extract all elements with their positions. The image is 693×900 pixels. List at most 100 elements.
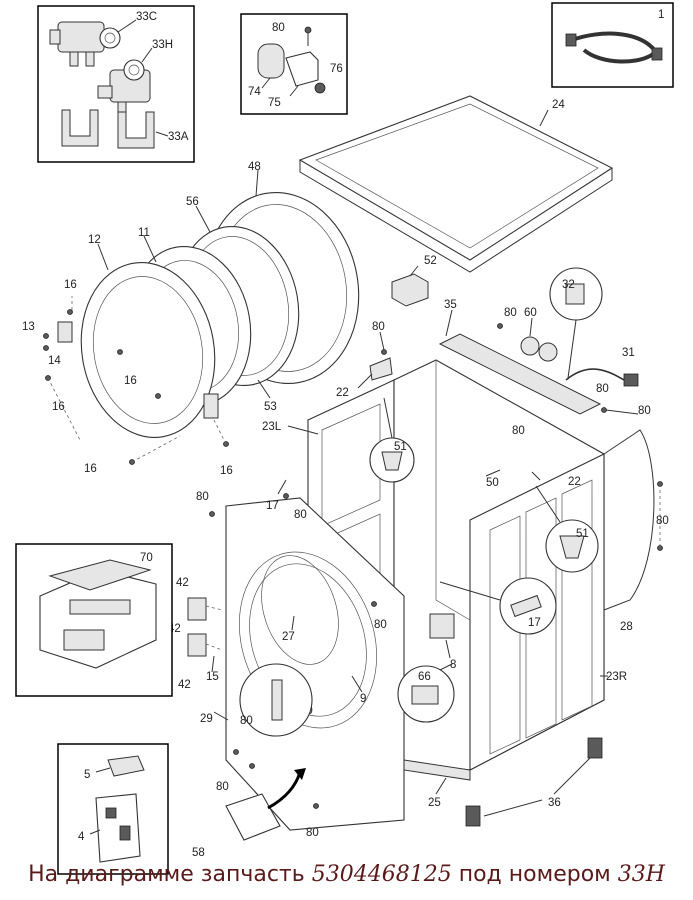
door-hinges-42[interactable] bbox=[187, 597, 223, 657]
label-60: 60 bbox=[524, 307, 537, 319]
label-16-c: 16 bbox=[52, 401, 65, 413]
caption-callout: 33H bbox=[617, 862, 665, 887]
label-58: 58 bbox=[192, 847, 205, 859]
label-50: 50 bbox=[486, 477, 499, 489]
inset-control-board: 5 4 bbox=[57, 743, 169, 875]
label-42-c: 42 bbox=[178, 679, 191, 691]
label-13: 13 bbox=[22, 321, 35, 333]
callout-80-front[interactable] bbox=[239, 663, 313, 737]
inset-capacitor-bracket: 80 74 75 76 bbox=[240, 13, 348, 115]
label-80-d: 80 bbox=[596, 383, 609, 395]
label-33a: 33A bbox=[168, 131, 189, 143]
capacitor-74[interactable] bbox=[257, 43, 285, 79]
kick-panel-58[interactable] bbox=[225, 768, 306, 841]
label-42-a: 42 bbox=[176, 577, 189, 589]
label-35: 35 bbox=[444, 299, 457, 311]
label-25: 25 bbox=[428, 797, 441, 809]
label-28: 28 bbox=[620, 621, 633, 633]
power-cord-31[interactable] bbox=[565, 368, 639, 387]
label-51-b: 51 bbox=[576, 528, 589, 540]
bracket-22-left[interactable] bbox=[369, 357, 393, 381]
label-23r: 23R bbox=[606, 671, 627, 683]
valve-bracket-33a[interactable] bbox=[61, 109, 169, 149]
label-80-e: 80 bbox=[638, 405, 651, 417]
label-29: 29 bbox=[200, 713, 213, 725]
back-panel-28[interactable] bbox=[603, 429, 655, 611]
feet-36[interactable] bbox=[465, 737, 603, 827]
label-52: 52 bbox=[424, 255, 437, 267]
label-80-c: 80 bbox=[504, 307, 517, 319]
label-80-k: 80 bbox=[240, 715, 253, 727]
bracket-75[interactable] bbox=[285, 51, 319, 87]
label-8: 8 bbox=[450, 659, 456, 671]
screw-16-b[interactable] bbox=[117, 349, 123, 355]
label-80-f: 80 bbox=[512, 425, 525, 437]
label-5: 5 bbox=[84, 769, 90, 781]
nut-76[interactable] bbox=[314, 82, 326, 94]
front-gasket-27[interactable] bbox=[248, 546, 351, 675]
label-51-a: 51 bbox=[394, 441, 407, 453]
label-32: 32 bbox=[562, 279, 575, 291]
label-33c: 33C bbox=[136, 11, 157, 23]
board-cover-5[interactable] bbox=[107, 755, 145, 777]
valve-33c[interactable] bbox=[49, 19, 137, 67]
label-16-e: 16 bbox=[220, 465, 233, 477]
label-80-m: 80 bbox=[306, 827, 319, 839]
label-17-b: 17 bbox=[528, 617, 541, 629]
label-75: 75 bbox=[268, 97, 281, 109]
label-80-i: 80 bbox=[656, 515, 669, 527]
label-33h: 33H bbox=[152, 39, 173, 51]
control-panel-70[interactable] bbox=[39, 559, 157, 669]
caption-prefix: На диаграмме запчасть bbox=[28, 862, 305, 887]
label-80-j: 80 bbox=[374, 619, 387, 631]
label-53: 53 bbox=[264, 401, 277, 413]
label-36: 36 bbox=[548, 797, 561, 809]
screw-16-a[interactable] bbox=[67, 309, 73, 315]
label-16-d: 16 bbox=[84, 463, 97, 475]
box-52[interactable] bbox=[391, 273, 429, 307]
label-4: 4 bbox=[78, 831, 85, 843]
caption: На диаграмме запчасть 5304468125 под ном… bbox=[0, 862, 693, 898]
door-screws bbox=[43, 296, 229, 465]
caption-part-number: 5304468125 bbox=[311, 862, 452, 887]
label-80-b: 80 bbox=[372, 321, 385, 333]
door-outer-12[interactable] bbox=[68, 252, 229, 448]
label-27: 27 bbox=[282, 631, 295, 643]
label-22-a: 22 bbox=[336, 387, 349, 399]
label-9: 9 bbox=[360, 693, 366, 705]
hinge-13[interactable] bbox=[57, 321, 73, 343]
label-23l: 23L bbox=[262, 421, 282, 433]
inset-control-panel: 70 bbox=[15, 543, 173, 697]
label-76: 76 bbox=[330, 63, 343, 75]
pump-8[interactable] bbox=[429, 613, 455, 639]
inlet-hose-1[interactable] bbox=[565, 31, 663, 64]
label-31: 31 bbox=[622, 347, 635, 359]
screw-80-inset[interactable] bbox=[304, 26, 312, 46]
rear-rail-35[interactable] bbox=[438, 333, 602, 415]
label-80-h: 80 bbox=[294, 509, 307, 521]
label-22-b: 22 bbox=[568, 476, 581, 488]
label-56: 56 bbox=[186, 196, 199, 208]
callout-32[interactable] bbox=[549, 267, 603, 379]
callout-51-right[interactable] bbox=[535, 485, 599, 573]
callout-51-left[interactable] bbox=[369, 397, 415, 483]
control-board-4[interactable] bbox=[95, 793, 141, 863]
label-14: 14 bbox=[48, 355, 61, 367]
inset-water-valves: 33C 33H 33A bbox=[37, 5, 195, 163]
label-74: 74 bbox=[248, 86, 261, 98]
dispenser-60[interactable] bbox=[520, 336, 558, 362]
label-16-b: 16 bbox=[124, 375, 137, 387]
caption-middle: под номером bbox=[458, 862, 611, 887]
screws-80 bbox=[209, 323, 663, 809]
top-panel-24[interactable] bbox=[298, 95, 614, 273]
valve-33h[interactable] bbox=[97, 47, 153, 113]
label-80-g: 80 bbox=[196, 491, 209, 503]
label-66: 66 bbox=[418, 671, 431, 683]
callout-17[interactable] bbox=[439, 577, 557, 635]
label-48: 48 bbox=[248, 161, 261, 173]
base-25[interactable] bbox=[403, 759, 471, 781]
callout-66[interactable] bbox=[397, 663, 455, 723]
label-80-l: 80 bbox=[216, 781, 229, 793]
inset-inlet-hose: 1 bbox=[551, 2, 674, 88]
